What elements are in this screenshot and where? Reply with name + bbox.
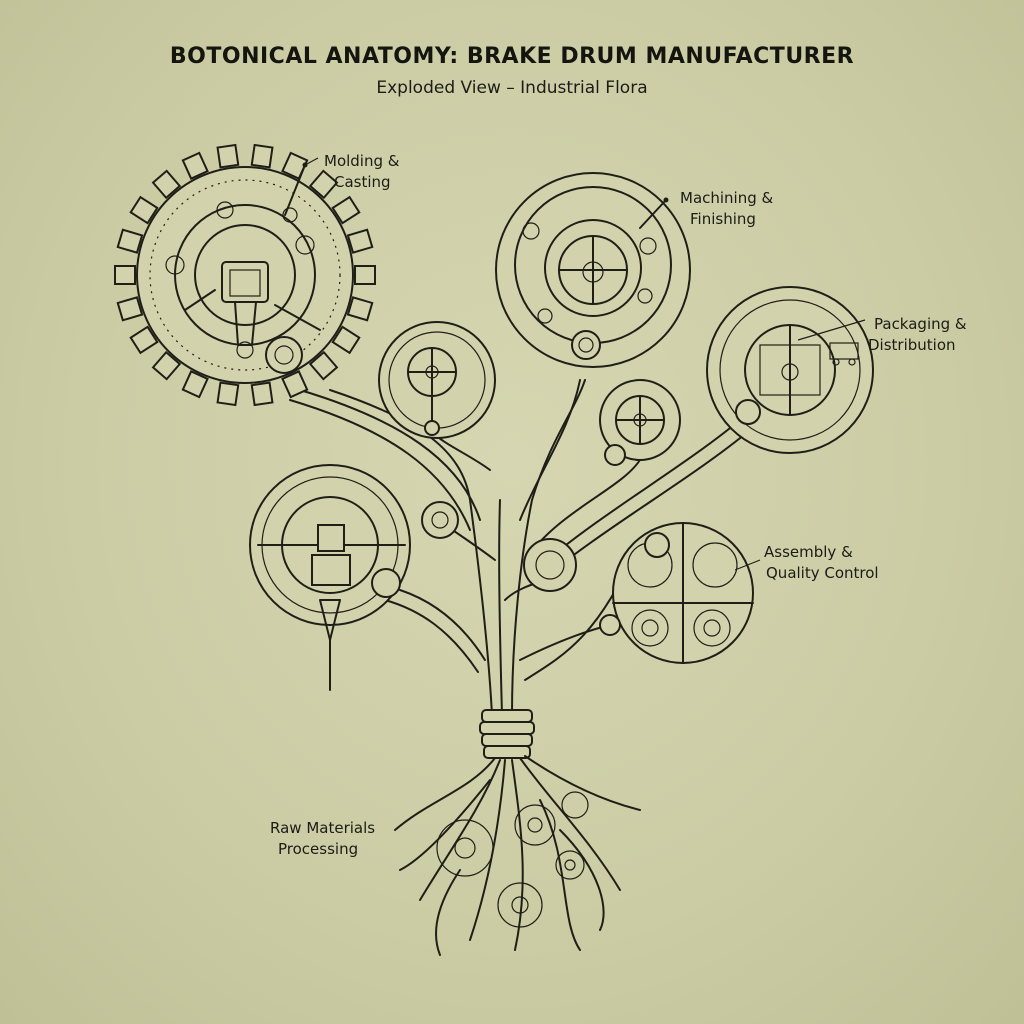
gear-tooth (216, 381, 240, 407)
label-machining: Machining & Finishing (680, 188, 773, 230)
gear-tooth (216, 143, 240, 169)
label-raw: Raw Materials Processing (270, 818, 375, 860)
molding-pointer-dot (302, 162, 308, 168)
label-raw-line2: Processing (278, 840, 359, 858)
gear-tooth (116, 296, 144, 322)
label-machining-line1: Machining & (680, 189, 774, 207)
label-machining-line2: Finishing (690, 210, 756, 228)
gear-tooth (250, 381, 274, 407)
gear-tooth (114, 265, 136, 285)
small-node-left (378, 321, 496, 439)
gear-tooth (151, 169, 182, 200)
label-assembly-line1: Assembly & (764, 543, 853, 561)
molding-gear-node (114, 143, 376, 407)
small-node-center (421, 501, 577, 592)
roots (394, 755, 641, 956)
machining-node (495, 172, 691, 368)
gear-tooth (181, 151, 209, 180)
label-molding-line2: Casting (334, 173, 391, 191)
gear-tooth (281, 370, 309, 399)
gear-tooth (331, 195, 361, 225)
page-title: BOTONICAL ANATOMY: BRAKE DRUM MANUFACTUR… (169, 44, 855, 69)
page-subtitle: Exploded View – Industrial Flora (376, 78, 648, 98)
gear-tooth (151, 350, 182, 381)
packaging-node (706, 286, 874, 454)
gear-tooth (129, 195, 159, 225)
trunk-collar (479, 709, 535, 759)
gear-tooth (181, 370, 209, 399)
stem-branches (289, 379, 751, 716)
label-packaging: Packaging & Distribution (868, 314, 967, 356)
root-gears (436, 791, 589, 928)
gear-tooth (129, 325, 159, 355)
gear-tooth (116, 228, 144, 254)
gear-tooth (346, 296, 374, 322)
drill-node (249, 464, 411, 691)
label-assembly: Assembly & Quality Control (764, 542, 879, 584)
label-packaging-line2: Distribution (868, 336, 956, 354)
gear-tooth (250, 143, 274, 169)
machining-pointer-dot (663, 197, 669, 203)
gear-tooth (346, 228, 374, 254)
label-molding-line1: Molding & (324, 152, 400, 170)
gear-tooth (308, 350, 339, 381)
label-assembly-line2: Quality Control (766, 564, 879, 582)
label-molding: Molding & Casting (324, 151, 399, 193)
small-node-right (599, 379, 681, 466)
label-packaging-line1: Packaging & (874, 315, 967, 333)
label-raw-line1: Raw Materials (270, 819, 376, 837)
assembly-node (599, 522, 761, 664)
gear-tooth (331, 325, 361, 355)
gear-tooth (308, 169, 339, 200)
gear-tooth (354, 265, 376, 285)
